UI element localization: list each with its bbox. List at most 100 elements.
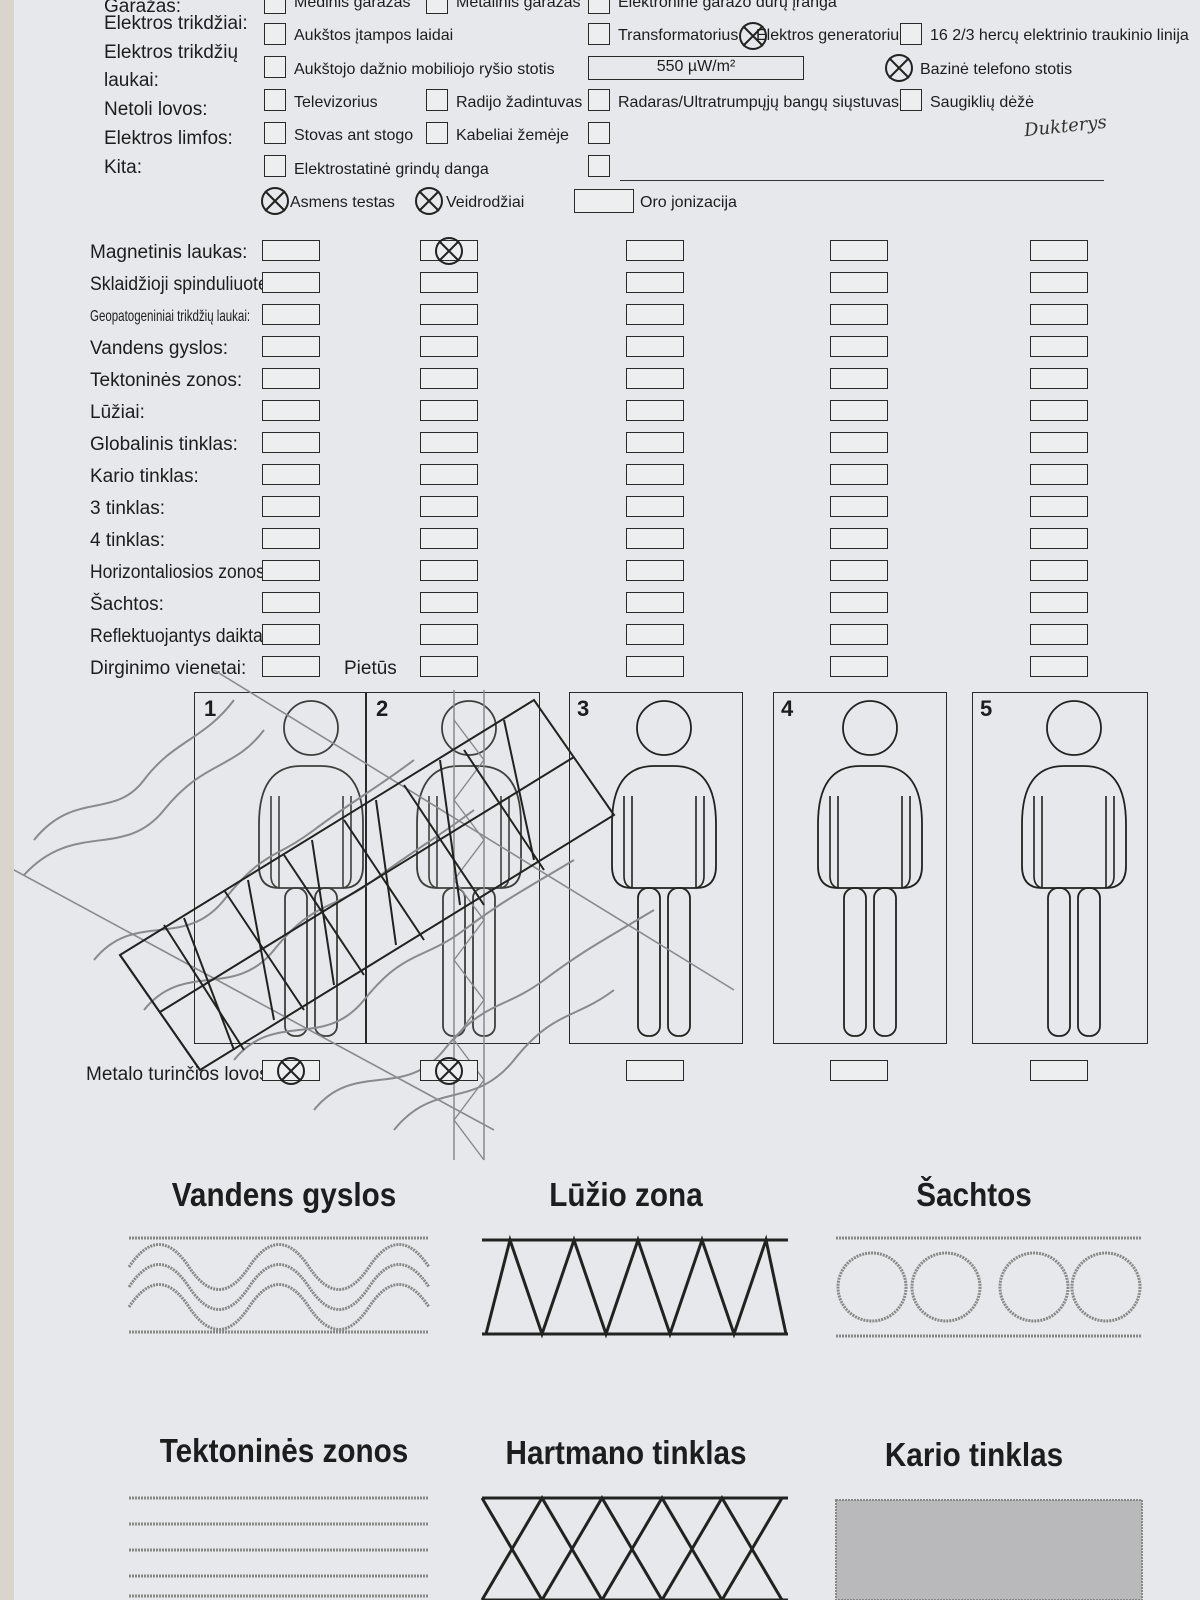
grid-cell[interactable]	[262, 432, 320, 453]
grid-cell[interactable]	[830, 240, 888, 261]
checked-x-icon[interactable]	[276, 1056, 306, 1086]
grid-cell[interactable]	[626, 400, 684, 421]
metal-bed-cell-4[interactable]	[830, 1060, 888, 1081]
grid-cell[interactable]	[1030, 432, 1088, 453]
grid-cell[interactable]	[626, 432, 684, 453]
grid-cell[interactable]	[626, 336, 684, 357]
checkbox-mobiliojo-rysio[interactable]	[264, 56, 286, 78]
checkbox-elektronine-iranga[interactable]	[588, 0, 610, 14]
checkbox-kita-extra[interactable]	[588, 155, 610, 177]
grid-cell[interactable]	[830, 560, 888, 581]
grid-cell[interactable]	[626, 592, 684, 613]
checked-x-icon[interactable]	[434, 1056, 464, 1086]
grid-cell[interactable]	[626, 304, 684, 325]
grid-cell[interactable]	[262, 656, 320, 677]
grid-cell[interactable]	[1030, 240, 1088, 261]
grid-cell[interactable]	[1030, 336, 1088, 357]
grid-cell[interactable]	[626, 656, 684, 677]
grid-cell[interactable]	[420, 656, 478, 677]
person-frame-4	[773, 692, 947, 1044]
grid-cell[interactable]	[1030, 528, 1088, 549]
grid-cell[interactable]	[420, 592, 478, 613]
grid-cell[interactable]	[830, 272, 888, 293]
checkbox-stovas-ant-stogo[interactable]	[264, 122, 286, 144]
metal-bed-cell-3[interactable]	[626, 1060, 684, 1081]
grid-cell[interactable]	[262, 368, 320, 389]
grid-cell[interactable]	[262, 400, 320, 421]
grid-cell[interactable]	[626, 464, 684, 485]
checkbox-oro-jonizacija[interactable]	[574, 189, 634, 213]
grid-cell[interactable]	[626, 272, 684, 293]
checkbox-limfos-extra[interactable]	[588, 122, 610, 144]
grid-cell[interactable]	[830, 656, 888, 677]
grid-cell[interactable]	[626, 240, 684, 261]
grid-cell[interactable]	[1030, 496, 1088, 517]
grid-cell[interactable]	[1030, 464, 1088, 485]
checkbox-grindu-danga[interactable]	[264, 155, 286, 177]
grid-cell[interactable]	[626, 624, 684, 645]
grid-cell[interactable]	[262, 304, 320, 325]
checked-x-icon[interactable]	[884, 53, 914, 83]
grid-cell[interactable]	[420, 304, 478, 325]
grid-cell[interactable]	[262, 272, 320, 293]
checkbox-kabeliai-zemeje[interactable]	[426, 122, 448, 144]
checkbox-transformatorius[interactable]	[588, 23, 610, 45]
grid-cell[interactable]	[1030, 560, 1088, 581]
grid-cell[interactable]	[420, 560, 478, 581]
grid-cell[interactable]	[830, 304, 888, 325]
grid-cell[interactable]	[420, 432, 478, 453]
grid-cell[interactable]	[830, 592, 888, 613]
grid-cell[interactable]	[420, 464, 478, 485]
grid-cell[interactable]	[262, 240, 320, 261]
grid-cell[interactable]	[420, 496, 478, 517]
checked-x-icon[interactable]	[434, 236, 464, 266]
grid-cell[interactable]	[830, 368, 888, 389]
checked-x-icon[interactable]	[738, 21, 768, 51]
form-sheet: Garažas: Elektros trikdžiai: Elektros tr…	[14, 0, 1200, 1600]
checkbox-televizorius[interactable]	[264, 89, 286, 111]
checked-x-icon[interactable]	[260, 186, 290, 216]
grid-cell[interactable]	[830, 336, 888, 357]
grid-cell[interactable]	[626, 560, 684, 581]
grid-cell[interactable]	[830, 624, 888, 645]
checked-x-icon[interactable]	[414, 186, 444, 216]
grid-cell[interactable]	[420, 272, 478, 293]
checkbox-traukinio-linija[interactable]	[900, 23, 922, 45]
grid-cell[interactable]	[262, 464, 320, 485]
grid-cell[interactable]	[262, 496, 320, 517]
checkbox-saugikliu-deze[interactable]	[900, 89, 922, 111]
checkbox-radijo-zadintuvas[interactable]	[426, 89, 448, 111]
grid-cell[interactable]	[626, 496, 684, 517]
grid-cell[interactable]	[420, 624, 478, 645]
grid-cell[interactable]	[1030, 368, 1088, 389]
grid-cell[interactable]	[1030, 272, 1088, 293]
grid-cell[interactable]	[1030, 624, 1088, 645]
checkbox-medinis-garazas[interactable]	[264, 0, 286, 14]
grid-cell[interactable]	[262, 560, 320, 581]
grid-cell[interactable]	[830, 528, 888, 549]
grid-cell[interactable]	[830, 432, 888, 453]
checkbox-aukstos-itampos[interactable]	[264, 23, 286, 45]
grid-cell[interactable]	[420, 336, 478, 357]
grid-cell[interactable]	[420, 400, 478, 421]
grid-cell[interactable]	[262, 624, 320, 645]
checkbox-metalinis-garazas[interactable]	[426, 0, 448, 14]
grid-cell[interactable]	[420, 368, 478, 389]
reading-value-field[interactable]: 550 µW/m²	[588, 56, 804, 80]
grid-cell[interactable]	[262, 592, 320, 613]
grid-cell[interactable]	[626, 528, 684, 549]
checkbox-radaras[interactable]	[588, 89, 610, 111]
grid-cell[interactable]	[1030, 304, 1088, 325]
grid-cell[interactable]	[1030, 592, 1088, 613]
metal-bed-cell-5[interactable]	[1030, 1060, 1088, 1081]
grid-cell[interactable]	[830, 464, 888, 485]
grid-cell[interactable]	[830, 496, 888, 517]
grid-cell[interactable]	[626, 368, 684, 389]
grid-cell[interactable]	[420, 528, 478, 549]
grid-cell[interactable]	[262, 528, 320, 549]
grid-cell[interactable]	[1030, 400, 1088, 421]
fill-in-line[interactable]	[620, 180, 1104, 181]
grid-cell[interactable]	[262, 336, 320, 357]
grid-cell[interactable]	[1030, 656, 1088, 677]
grid-cell[interactable]	[830, 400, 888, 421]
